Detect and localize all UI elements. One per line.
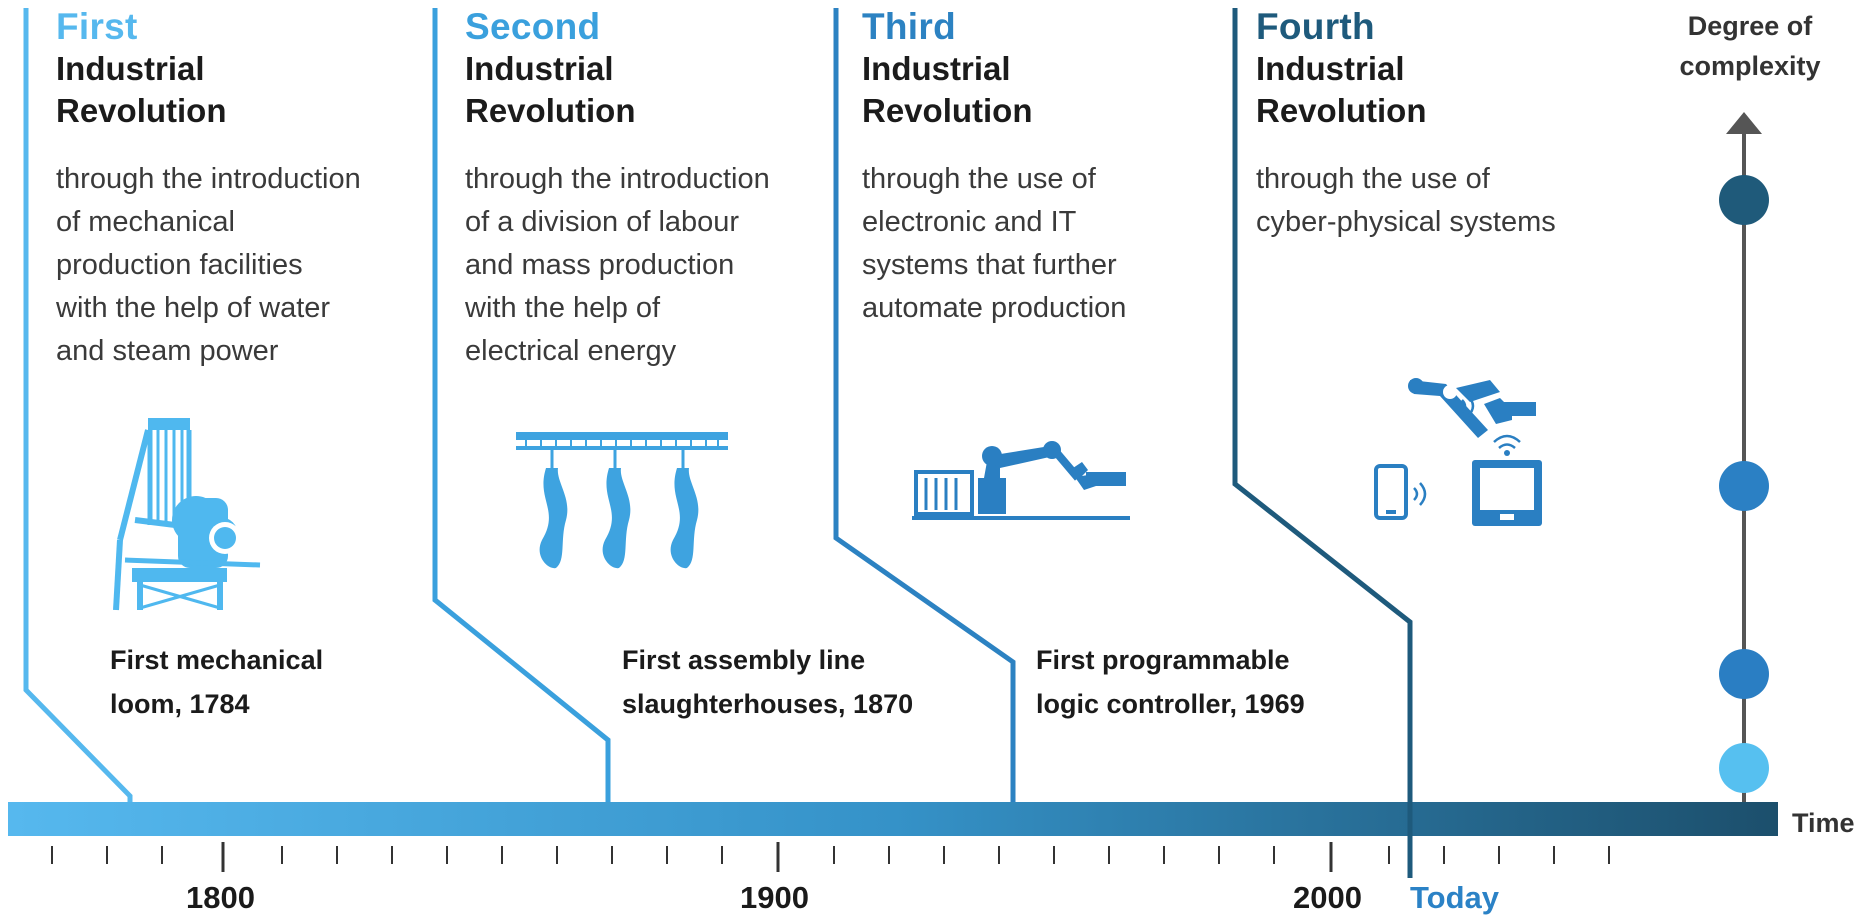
second-revolution-block: Second Industrial Revolution through the… xyxy=(465,6,825,373)
milestone-second: First assembly line slaughterhouses, 187… xyxy=(622,645,914,719)
complexity-dot-second xyxy=(1719,649,1769,699)
era-line-fourth xyxy=(1232,8,1413,878)
revolution-description: through the introduction of a division o… xyxy=(465,163,770,367)
year-label-1800: 1800 xyxy=(186,880,255,915)
today-label: Today xyxy=(1410,880,1499,915)
era-line-third xyxy=(833,8,1016,808)
revolution-description: through the use of cyber-physical system… xyxy=(1256,163,1556,238)
first-revolution-block: First Industrial Revolution through the … xyxy=(56,6,416,373)
revolution-title-line2: Revolution xyxy=(862,92,1033,129)
milestone-first: First mechanical loom, 1784 xyxy=(110,645,324,719)
complexity-dot-fourth xyxy=(1719,175,1769,225)
cyber-physical-devices-icon xyxy=(1374,378,1542,526)
third-revolution-block: Third Industrial Revolution through the … xyxy=(862,6,1222,330)
complexity-axis-label: Degree of complexity xyxy=(1679,11,1821,81)
slaughter-line-icon xyxy=(516,432,728,569)
revolution-title-line2: Revolution xyxy=(1256,92,1427,129)
milestone-third: First programmable logic controller, 196… xyxy=(1036,645,1305,719)
year-label-1900: 1900 xyxy=(740,880,809,915)
revolution-ordinal: Second xyxy=(465,6,601,47)
era-line-second xyxy=(432,8,611,808)
revolution-title-line1: Industrial xyxy=(465,50,614,87)
revolution-title-line1: Industrial xyxy=(1256,50,1405,87)
time-axis-label: Time xyxy=(1792,808,1855,838)
year-label-2000: 2000 xyxy=(1293,880,1362,915)
complexity-dot-first xyxy=(1719,743,1769,793)
revolution-title-line2: Revolution xyxy=(56,92,227,129)
revolution-ordinal: Third xyxy=(862,6,956,47)
revolution-title-line1: Industrial xyxy=(862,50,1011,87)
revolution-description: through the introduction of mechanical p… xyxy=(56,163,361,367)
fourth-revolution-block: Fourth Industrial Revolution through the… xyxy=(1256,6,1616,244)
revolution-description: through the use of electronic and IT sys… xyxy=(862,163,1127,324)
loom-icon xyxy=(113,418,261,611)
revolution-ordinal: First xyxy=(56,6,138,47)
robot-arm-conveyor-icon xyxy=(912,441,1130,520)
time-axis-ticks xyxy=(51,842,1610,872)
revolution-ordinal: Fourth xyxy=(1256,6,1375,47)
revolution-title-line2: Revolution xyxy=(465,92,636,129)
complexity-dot-third xyxy=(1719,461,1769,511)
revolution-title-line1: Industrial xyxy=(56,50,205,87)
arrow-up-icon xyxy=(1726,112,1762,134)
time-bar xyxy=(8,802,1778,836)
